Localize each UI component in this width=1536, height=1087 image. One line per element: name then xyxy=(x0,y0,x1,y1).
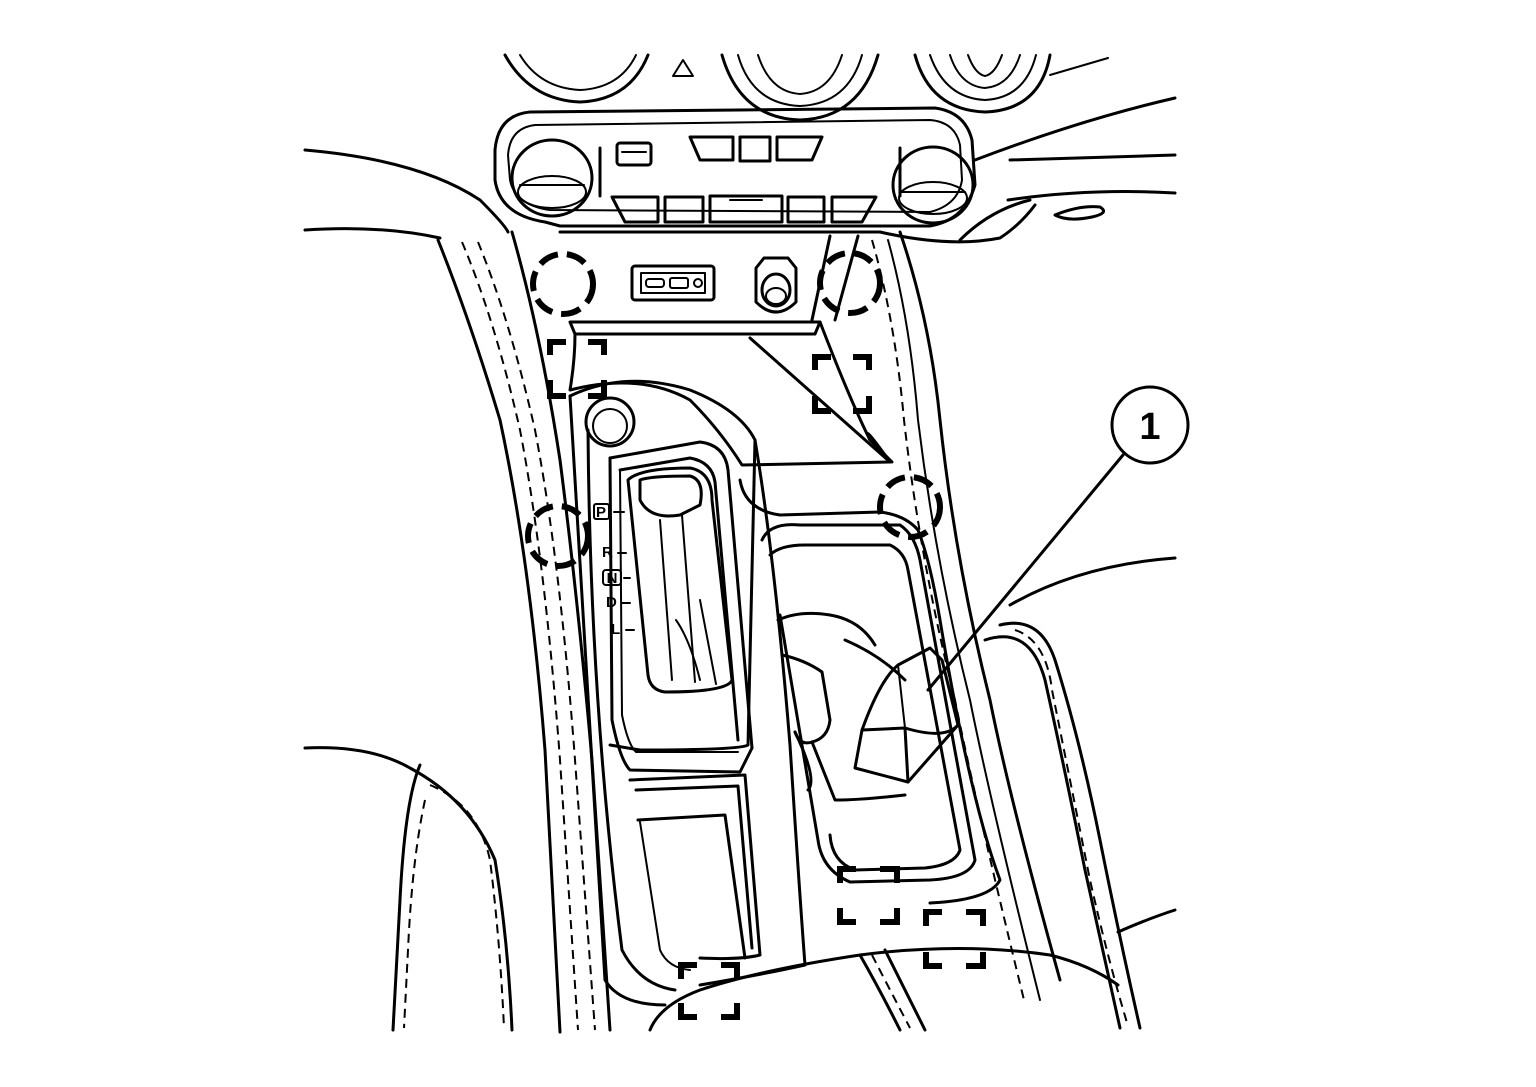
gear-selector-slot xyxy=(626,466,734,694)
gear-label-r: R xyxy=(602,544,613,561)
cup-holder xyxy=(738,478,1002,905)
clip-circle-upper-left xyxy=(530,251,596,317)
pawl-locations xyxy=(547,339,986,1020)
hazard-warning-icon xyxy=(672,59,694,77)
console-bottom-edge xyxy=(648,947,1120,1032)
center-console-body xyxy=(436,230,1062,1034)
left-climate-knob xyxy=(510,138,594,218)
dashboard-sides xyxy=(303,96,1177,244)
callout-number: 1 xyxy=(1139,406,1160,448)
climate-buttons xyxy=(610,135,878,224)
shifter-bezel xyxy=(568,379,757,1007)
left-seat xyxy=(303,746,514,1032)
pawl-marker-bottom xyxy=(678,962,740,1020)
gear-indicator: P R N D L xyxy=(593,503,635,638)
gear-label-l: L xyxy=(611,621,620,638)
pawl-marker-lower-center xyxy=(837,866,900,925)
pawl-marker-lower-right xyxy=(923,909,986,969)
callout-circle xyxy=(1110,385,1190,465)
round-switch xyxy=(584,396,636,448)
gear-label-d: D xyxy=(606,594,617,611)
clip-locations xyxy=(525,250,943,569)
gear-label-n: N xyxy=(607,570,618,587)
clip-circle-middle-right xyxy=(877,474,943,540)
climate-control-panel xyxy=(493,106,977,228)
gear-label-p: P xyxy=(596,504,606,521)
callout-leader-line xyxy=(926,453,1125,692)
pawl-marker-upper-left xyxy=(547,339,607,399)
pawl-marker-upper-right xyxy=(812,354,872,414)
console-tray xyxy=(568,320,894,467)
clip-circle-middle-left xyxy=(525,503,591,569)
usb-port-panel xyxy=(630,264,716,302)
callout-1: 1 xyxy=(926,385,1190,692)
console-finisher-part xyxy=(853,646,960,784)
clip-circle-upper-right xyxy=(817,250,883,316)
right-climate-knob xyxy=(891,145,975,225)
power-outlet xyxy=(754,256,798,314)
right-seat xyxy=(983,556,1177,1030)
dashboard-vents xyxy=(503,53,1052,122)
